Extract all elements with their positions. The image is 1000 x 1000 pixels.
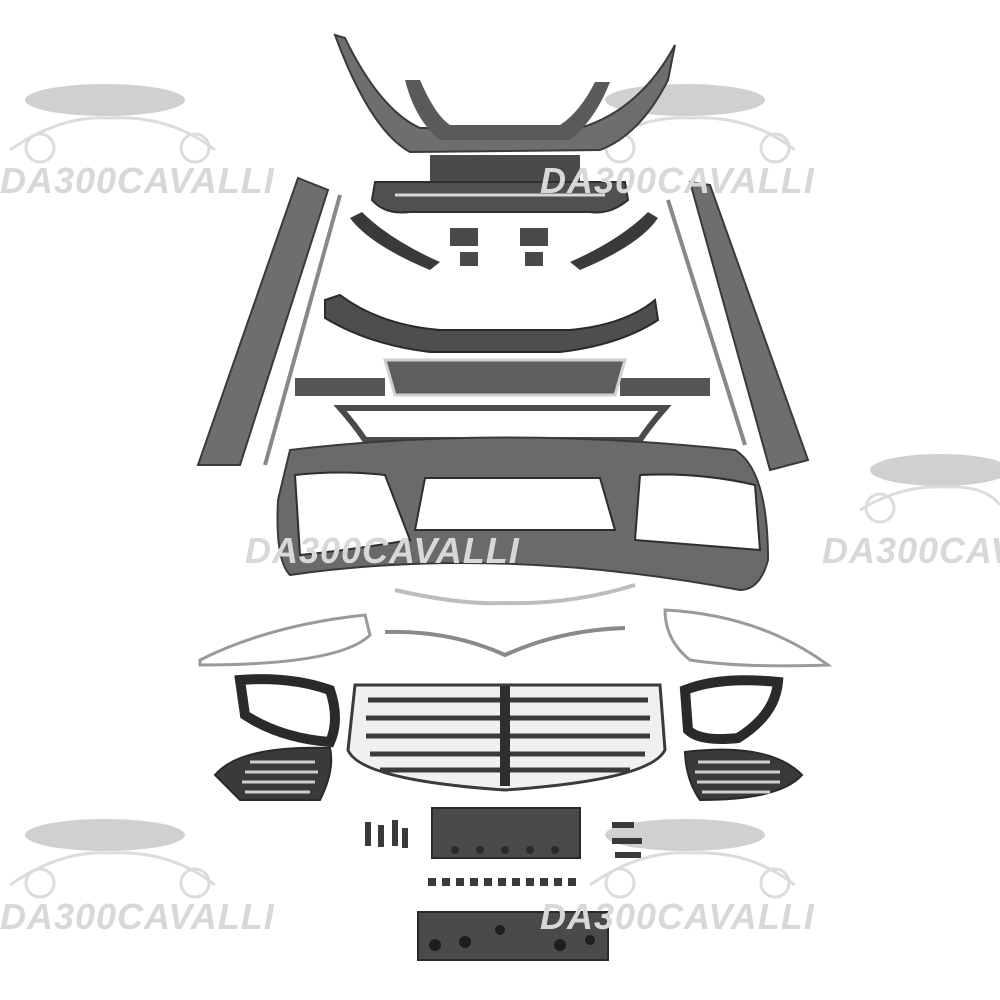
rear-bumper-plate-recess: [430, 155, 580, 185]
front-bumper-opening-center: [413, 477, 617, 531]
lower-strip-right: [620, 378, 710, 396]
fog-vent-left: [213, 746, 333, 801]
lower-grille-insert: [383, 358, 627, 397]
mounting-brackets-small: [450, 228, 548, 266]
headlight-trim-left: [198, 613, 372, 667]
watermark-text-top-left: DA300CAVALLI: [0, 160, 275, 201]
front-bumper-opening-right: [633, 473, 762, 552]
watermark-text-top-right: DA300CAVALLI: [540, 160, 815, 201]
watermark-car-logo-middle-right: [859, 454, 1000, 524]
hood-chrome-lower: [384, 626, 626, 658]
side-skirt-left-strip: [263, 194, 342, 466]
headlight-trim-right: [663, 608, 833, 668]
license-bracket-lower-holes: [429, 925, 595, 951]
mounting-clips: [428, 878, 576, 886]
front-lip-spoiler: [324, 293, 660, 353]
front-grille-chrome: [346, 683, 667, 792]
lower-strip-left: [295, 378, 385, 396]
hood-chrome-strip: [394, 583, 636, 606]
front-bumper-opening-left: [293, 471, 412, 557]
side-skirt-right-strip: [666, 199, 747, 446]
watermark-car-logo-top-left: [9, 84, 216, 164]
watermark-text-middle-right: DA300CAVALLI: [822, 530, 1000, 571]
upper-vent-right: [679, 675, 784, 744]
tail-trim-left: [350, 212, 440, 270]
rear-bumper-center: [405, 80, 610, 140]
license-bracket-upper-holes: [451, 846, 559, 854]
side-skirt-right: [688, 180, 810, 472]
upper-vent-left: [234, 674, 340, 748]
watermark-car-logo-bottom-right: [589, 819, 796, 899]
hardware-screws: [365, 820, 642, 858]
watermark-car-logo-bottom-left: [9, 819, 216, 899]
watermark-text-bottom-left: DA300CAVALLI: [0, 896, 275, 937]
watermark-text-bottom-right: DA300CAVALLI: [540, 896, 815, 937]
tail-trim-right: [570, 212, 658, 270]
watermark-text-middle: DA300CAVALLI: [245, 530, 520, 571]
rear-diffuser: [370, 181, 630, 214]
fog-vent-right: [683, 748, 804, 802]
license-plate-bracket-lower: [417, 911, 609, 961]
lower-chrome-trim: [333, 405, 672, 443]
side-skirt-left: [196, 176, 330, 466]
